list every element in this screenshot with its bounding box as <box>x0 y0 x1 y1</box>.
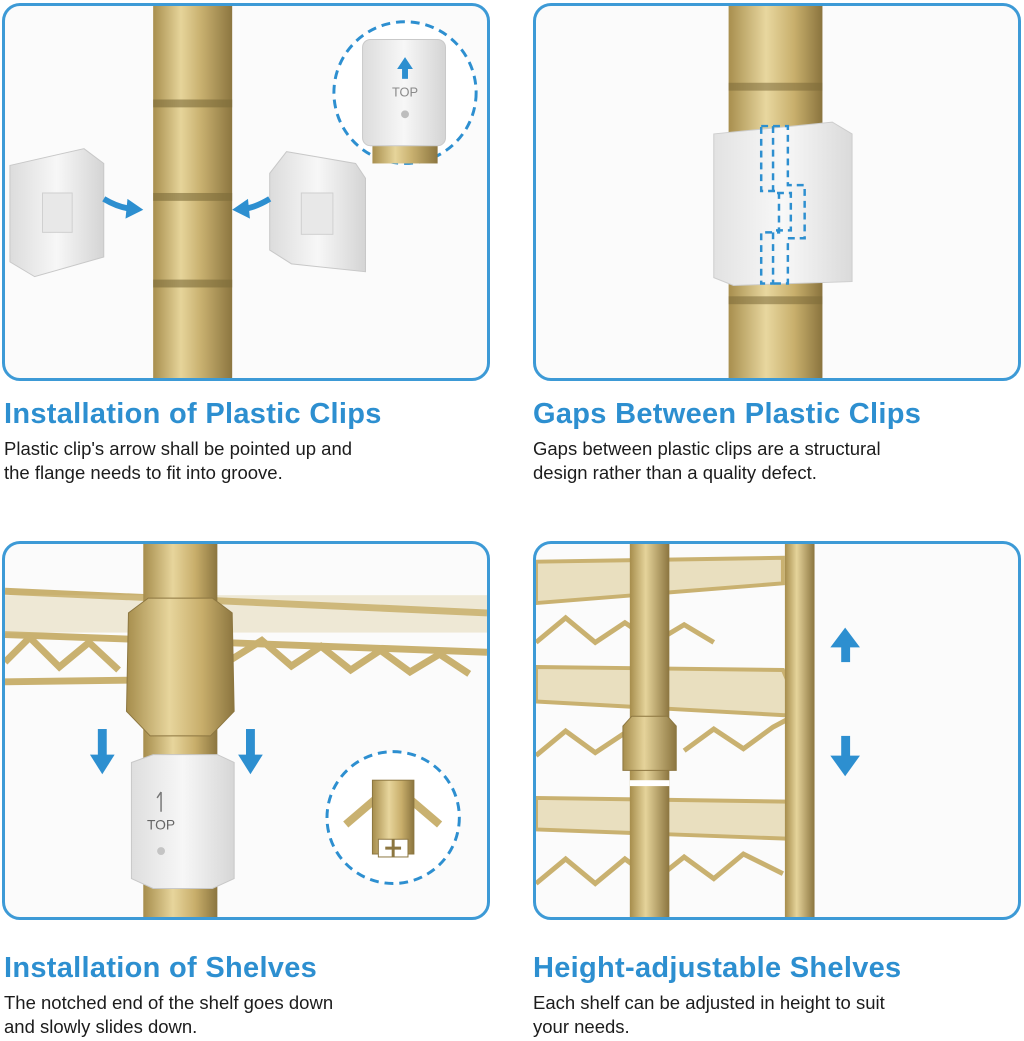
caption-installation-shelves: Installation of Shelves The notched end … <box>4 952 484 1039</box>
clip-top-label: TOP <box>392 85 418 100</box>
caption-title: Installation of Plastic Clips <box>4 398 382 430</box>
caption-description: Gaps between plastic clips are a structu… <box>533 438 881 483</box>
arrow-down-icon <box>89 729 115 775</box>
caption-title: Gaps Between Plastic Clips <box>533 398 922 430</box>
assembled-clip <box>713 121 853 286</box>
arrow-down-icon <box>238 729 263 775</box>
shelf-notch-inset <box>325 750 461 886</box>
caption-height-adjustable: Height-adjustable Shelves Each shelf can… <box>533 952 1013 1039</box>
gold-pole <box>153 6 233 378</box>
arrow-up-icon <box>830 627 860 663</box>
caption-description: Plastic clip's arrow shall be pointed up… <box>4 438 353 483</box>
plastic-clip: TOP <box>130 754 235 889</box>
caption-description: Each shelf can be adjusted in height to … <box>533 992 885 1037</box>
arrow-down-icon <box>830 735 860 777</box>
top-label-inset: TOP <box>332 20 478 165</box>
caption-gaps-clips: Gaps Between Plastic Clips Gaps between … <box>533 398 1013 485</box>
plastic-clip-left <box>9 148 105 278</box>
arrow-left-icon <box>232 196 272 219</box>
caption-description: The notched end of the shelf goes down a… <box>4 992 334 1037</box>
clip-gap-highlight <box>759 124 806 285</box>
arrow-up-icon <box>397 57 413 69</box>
arrow-right-icon <box>102 196 144 219</box>
clip-top-label: TOP <box>147 817 175 832</box>
wire-shelf <box>5 587 487 686</box>
gold-pole <box>622 544 815 917</box>
adjustable-shelves-image <box>533 541 1021 920</box>
clip-gaps-image <box>533 3 1021 381</box>
caption-title: Installation of Shelves <box>4 952 318 984</box>
clip-installation-image: TOP <box>2 3 490 381</box>
plastic-clip-right <box>269 151 367 273</box>
caption-title: Height-adjustable Shelves <box>533 952 902 984</box>
shelf-installation-image: TOP <box>2 541 490 920</box>
caption-installation-clips: Installation of Plastic Clips Plastic cl… <box>4 398 484 485</box>
